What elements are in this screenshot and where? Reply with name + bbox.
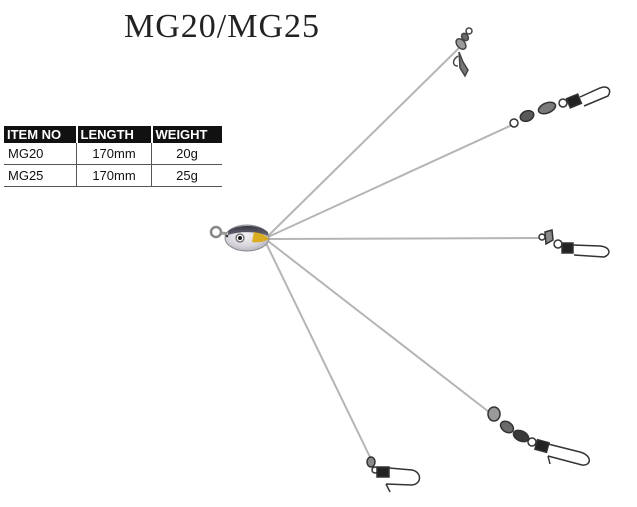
lead-head — [209, 224, 270, 252]
spec-table: ITEM NO LENGTH WEIGHT MG20 170mm 20g MG2… — [4, 126, 222, 187]
cell-item-no: MG25 — [4, 164, 77, 187]
cell-item-no: MG20 — [4, 143, 77, 165]
snap-swivel-3 — [538, 229, 610, 258]
table-row: MG25 170mm 25g — [4, 164, 222, 187]
wire-arm-5 — [265, 242, 371, 458]
header-weight: WEIGHT — [151, 126, 222, 143]
cell-length: 170mm — [76, 164, 152, 187]
cell-weight: 20g — [151, 143, 222, 165]
wire-arm-2 — [267, 124, 513, 238]
wire-arm-4 — [267, 240, 490, 413]
wire-arm-3 — [267, 237, 541, 240]
wire-arm-1 — [267, 47, 460, 237]
snap-swivel-2 — [509, 86, 611, 128]
cell-weight: 25g — [151, 164, 222, 187]
product-title: MG20/MG25 — [124, 8, 321, 45]
snap-swivel-1 — [452, 27, 473, 78]
header-length: LENGTH — [76, 126, 153, 143]
wire-arms — [265, 47, 541, 458]
cell-length: 170mm — [76, 143, 152, 165]
snap-swivel-5 — [366, 456, 421, 493]
spec-table-header-row: ITEM NO LENGTH WEIGHT — [4, 126, 222, 143]
snap-swivel-4 — [487, 406, 590, 466]
table-row: MG20 170mm 20g — [4, 143, 222, 165]
header-item-no: ITEM NO — [4, 126, 78, 143]
